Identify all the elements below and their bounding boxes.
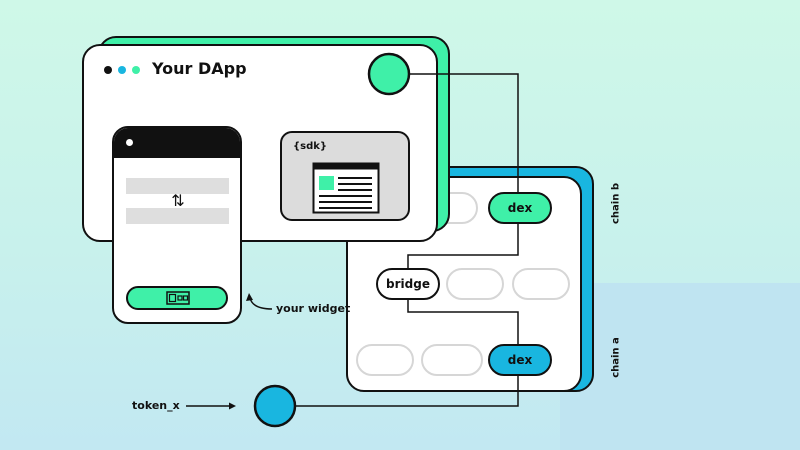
sdk-label: {sdk}: [293, 141, 327, 152]
empty-slot: [512, 268, 570, 300]
window-dot-2: [118, 66, 126, 74]
swap-icon[interactable]: ⇅: [171, 191, 185, 210]
token-arrowhead: [229, 402, 236, 410]
widget-input-top[interactable]: [126, 178, 229, 194]
window-dot-3: [132, 66, 140, 74]
empty-slot: [421, 344, 483, 376]
bridge-node[interactable]: bridge: [376, 268, 440, 300]
route-line-top: [408, 73, 519, 192]
chain-a-label: chain a: [610, 337, 622, 378]
widget-header: [114, 128, 240, 158]
widget-header-dot: [126, 139, 133, 146]
widget-action-button[interactable]: [126, 286, 228, 310]
empty-slot: [446, 268, 504, 300]
widget-arrowhead: [246, 293, 253, 301]
background-panel: [560, 283, 800, 450]
widget-panel: ⇅: [112, 126, 242, 324]
dex-node-chain-a[interactable]: dex: [488, 344, 552, 376]
widget-arrow: [249, 297, 273, 310]
document-icon: [312, 162, 380, 214]
empty-slot: [356, 344, 414, 376]
wallet-icon: [166, 291, 190, 305]
token-label: token_x: [132, 399, 180, 412]
dapp-title: Your DApp: [152, 59, 247, 78]
dex-node-chain-b[interactable]: dex: [488, 192, 552, 224]
chain-b-label: chain b: [610, 183, 622, 224]
widget-input-bottom[interactable]: [126, 208, 229, 224]
window-dot-1: [104, 66, 112, 74]
dapp-circle-node: [367, 52, 411, 96]
route-line-bridge-in: [407, 224, 519, 268]
widget-caption: your widget: [276, 302, 351, 315]
route-line-bridge-out: [407, 300, 519, 344]
route-line-token: [296, 376, 519, 407]
token-circle-node: [253, 384, 297, 428]
